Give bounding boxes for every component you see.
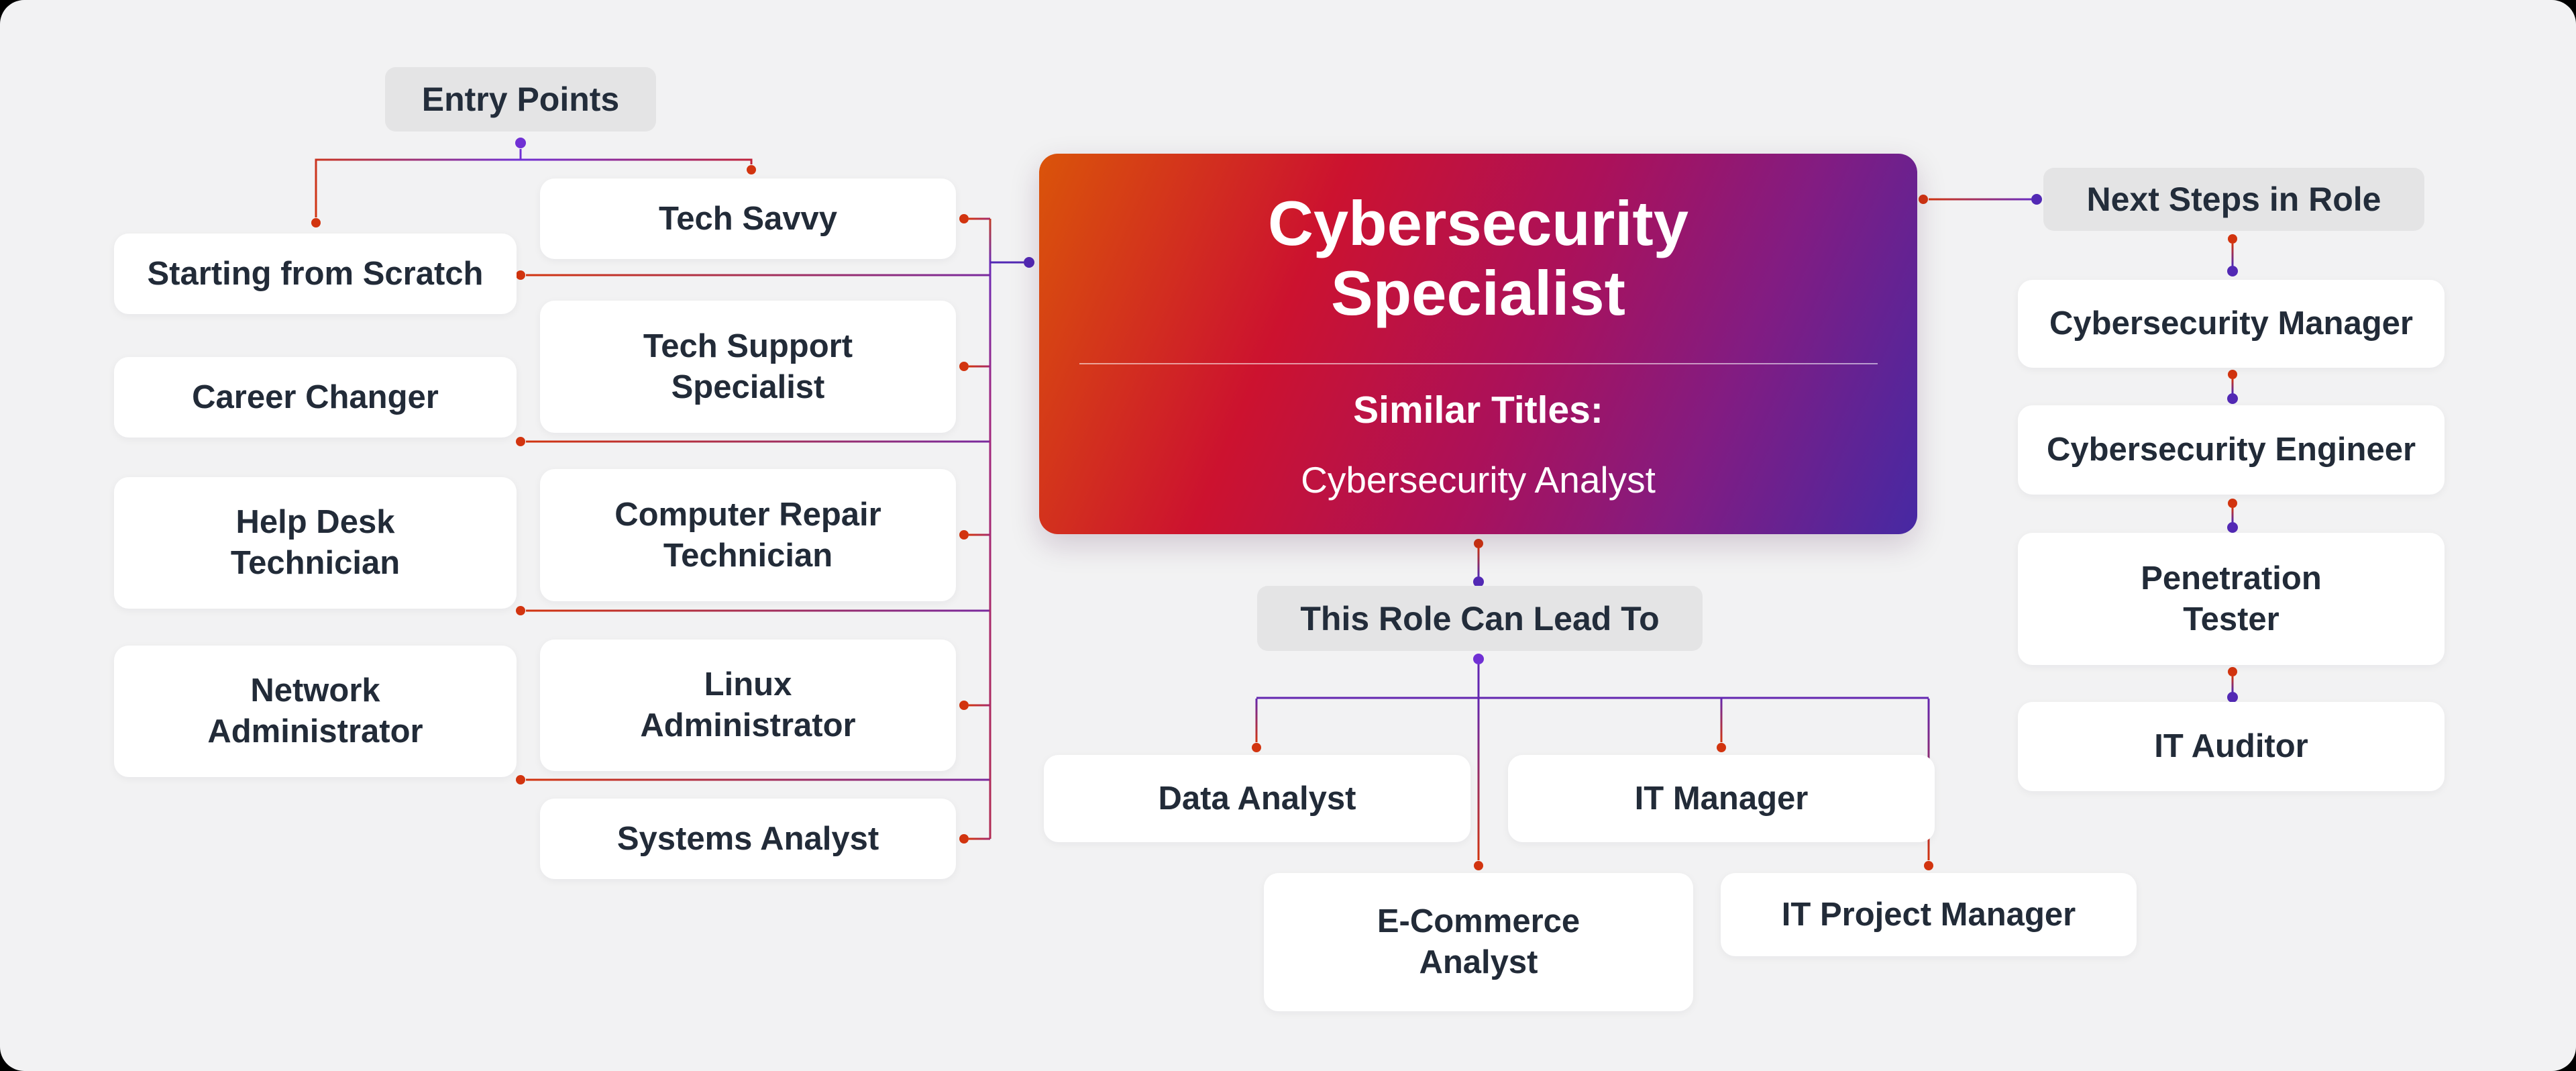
connector-dot-red — [1924, 861, 1933, 870]
connector-dot-red — [959, 834, 969, 844]
connector-dot-red — [959, 362, 969, 371]
card-divider — [1079, 363, 1878, 364]
node-career-changer: Career Changer — [114, 357, 517, 438]
connector-dot-red — [516, 437, 525, 446]
connector-dot-purple — [2227, 266, 2238, 276]
node-computer-repair-technician: Computer Repair Technician — [540, 469, 956, 601]
connector-dot-red — [311, 218, 321, 227]
badge-this-role-can-lead-to: This Role Can Lead To — [1257, 586, 1703, 651]
connector-dot-red — [1717, 743, 1726, 752]
node-ecommerce-analyst: E-Commerce Analyst — [1264, 873, 1693, 1011]
badge-entry-points: Entry Points — [385, 67, 656, 132]
node-cybersecurity-manager: Cybersecurity Manager — [2018, 280, 2445, 368]
node-it-project-manager: IT Project Manager — [1721, 873, 2137, 956]
node-penetration-tester: Penetration Tester — [2018, 533, 2445, 665]
connector-dot-red — [516, 606, 525, 615]
connector-dot-purple — [515, 138, 526, 148]
connector-dot-red — [1919, 195, 1928, 204]
connector-dot-red — [747, 165, 756, 174]
connector-dot-red — [2228, 370, 2237, 379]
node-help-desk-technician: Help Desk Technician — [114, 477, 517, 609]
connector-dot-purple — [1024, 257, 1034, 268]
node-network-administrator: Network Administrator — [114, 646, 517, 777]
node-tech-savvy: Tech Savvy — [540, 178, 956, 259]
node-data-analyst: Data Analyst — [1044, 755, 1470, 842]
node-linux-administrator: Linux Administrator — [540, 640, 956, 771]
connector-dot-red — [2228, 234, 2237, 244]
connector-dot-red — [959, 214, 969, 223]
connector-dot-purple — [1473, 576, 1484, 587]
node-tech-support-specialist: Tech Support Specialist — [540, 301, 956, 433]
node-starting-from-scratch: Starting from Scratch — [114, 234, 517, 314]
connector-dot-purple — [2031, 194, 2042, 205]
connector-dot-purple — [2227, 692, 2238, 703]
connector-dot-red — [2228, 499, 2237, 508]
node-it-auditor: IT Auditor — [2018, 702, 2445, 791]
connector-dot-red — [516, 775, 525, 784]
entry-points-branch — [315, 149, 753, 217]
connector-dot-purple — [1473, 654, 1484, 664]
card-title: Cybersecurity Specialist — [1268, 188, 1688, 328]
connector-dot-red — [2228, 667, 2237, 676]
connector-dot-red — [516, 270, 525, 280]
connector-dot-purple — [2227, 393, 2238, 404]
connector-dot-red — [959, 701, 969, 710]
node-cybersecurity-engineer: Cybersecurity Engineer — [2018, 405, 2445, 495]
badge-next-steps-in-role: Next Steps in Role — [2043, 168, 2424, 231]
card-similar-title: Cybersecurity Analyst — [1301, 459, 1656, 501]
connector-dot-red — [1252, 743, 1261, 752]
connector-dot-red — [1474, 539, 1483, 548]
connector-dot-red — [959, 530, 969, 540]
card-cybersecurity-specialist: Cybersecurity Specialist Similar Titles:… — [1039, 154, 1917, 534]
entry-col2-links — [969, 217, 990, 840]
connector-dot-purple — [2227, 522, 2238, 533]
node-it-manager: IT Manager — [1508, 755, 1935, 842]
node-systems-analyst: Systems Analyst — [540, 799, 956, 879]
entry-col1-links — [526, 274, 990, 781]
connector-dot-red — [1474, 861, 1483, 870]
card-similar-titles-label: Similar Titles: — [1353, 389, 1603, 431]
